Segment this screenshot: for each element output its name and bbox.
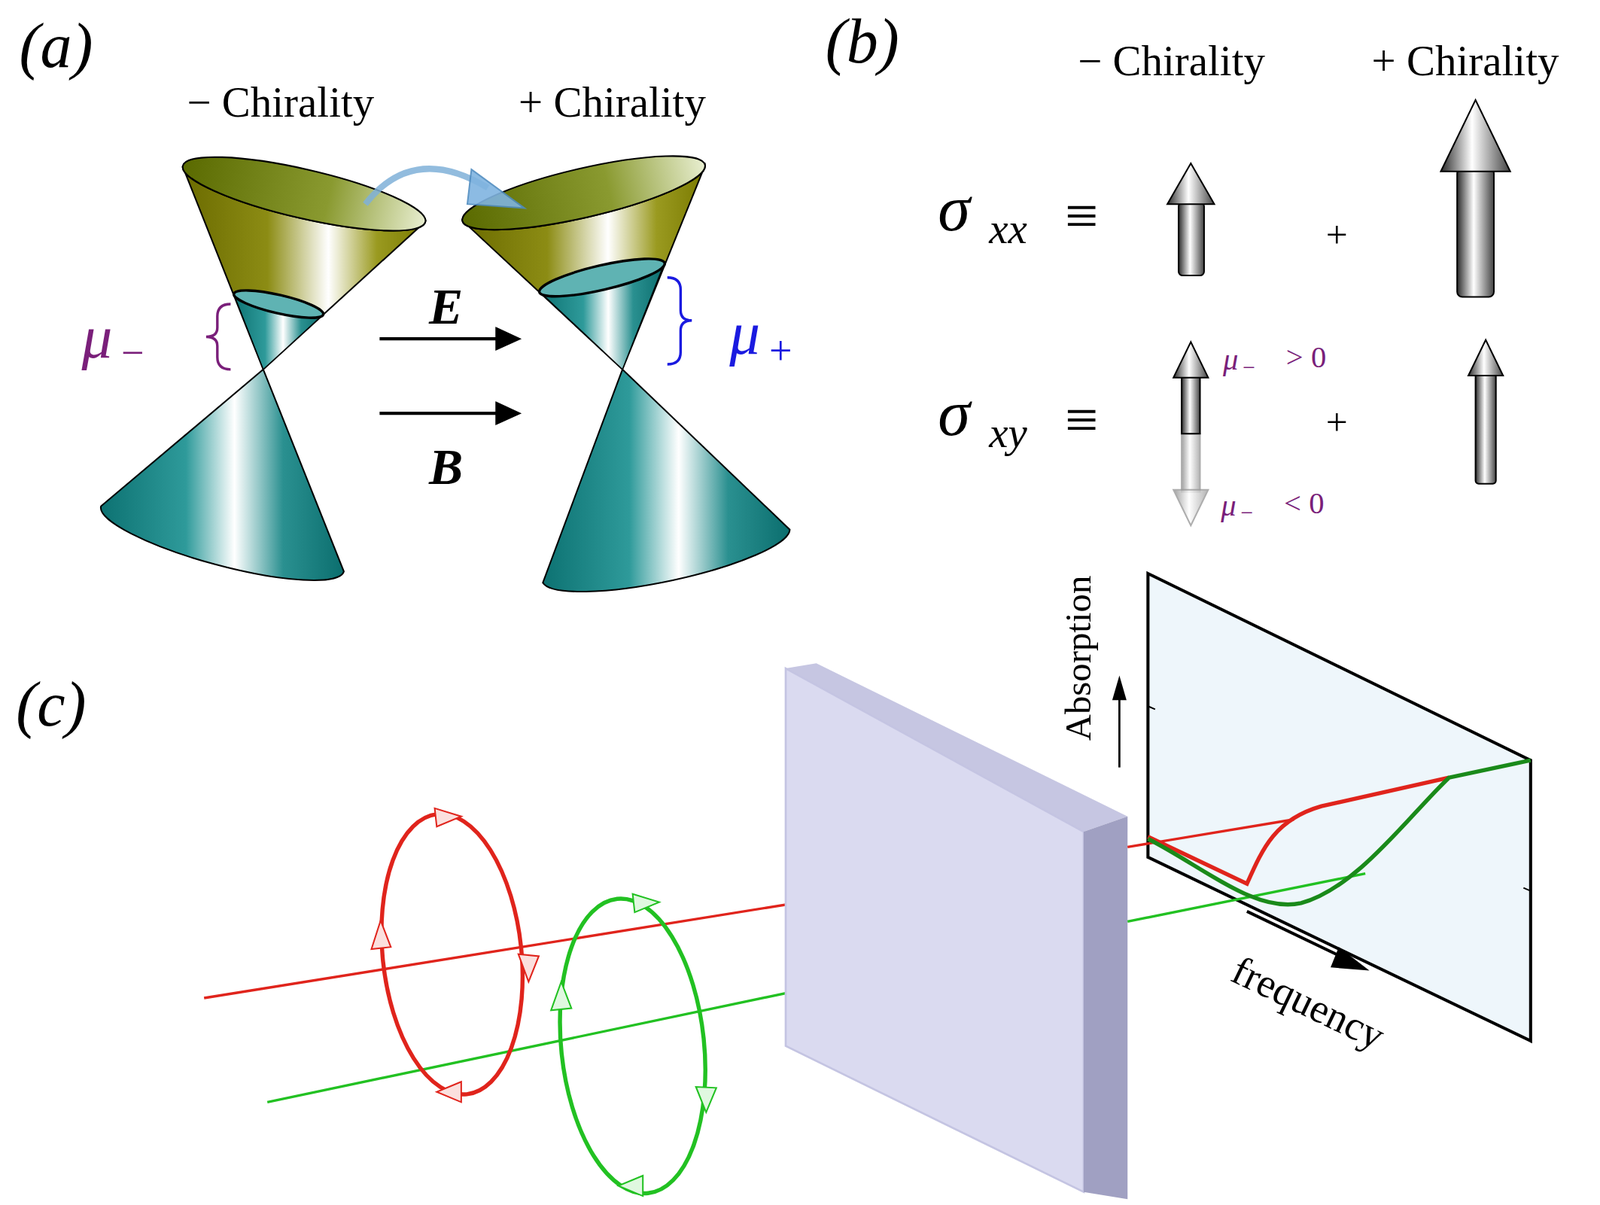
condition-text: < 0: [1283, 487, 1324, 519]
chirality-heading: − Chirality: [1077, 39, 1266, 83]
magnetic-field: B: [428, 441, 463, 493]
plus-sign: +: [1326, 215, 1348, 255]
subscript: −: [121, 332, 145, 374]
condition-text: > 0: [1286, 341, 1327, 373]
brace-mu-plus: [667, 277, 693, 365]
chirality-heading: + Chirality: [1371, 39, 1560, 83]
chemical-potential: μ: [81, 306, 113, 368]
pumping-arrow: [365, 168, 525, 208]
field-arrows: [379, 327, 521, 425]
weyl-cone-plus: [456, 140, 790, 592]
conductivity-symbol: σ: [937, 176, 971, 243]
conductivity-symbol: σ: [937, 380, 971, 447]
chemical-potential: μ: [1220, 489, 1236, 521]
chemical-potential: μ: [729, 303, 761, 365]
subscript: xy: [988, 410, 1028, 454]
panel-letter: (c): [15, 672, 86, 737]
conductivity-arrows: [1167, 100, 1511, 526]
weyl-cone-minus: [100, 142, 432, 581]
chirality-heading: − Chirality: [186, 80, 375, 124]
panel-letter: (b): [825, 9, 900, 73]
subscript: −: [1242, 355, 1256, 379]
absorption-plot: [1112, 573, 1531, 1041]
chirality-heading: + Chirality: [518, 80, 706, 124]
electric-field: E: [428, 280, 463, 332]
equivalence-sign: ≡: [1064, 186, 1099, 247]
chemical-potential: μ: [1222, 343, 1239, 375]
sample-slab: [785, 663, 1128, 1199]
brace-mu-minus: [206, 304, 232, 370]
equivalence-sign: ≡: [1064, 390, 1099, 451]
plus-sign: +: [1326, 401, 1348, 442]
subscript: xx: [988, 206, 1028, 250]
panel-letter: (a): [19, 14, 94, 78]
axis-label: Absorption: [1060, 575, 1098, 742]
subscript: +: [769, 330, 793, 372]
subscript: −: [1240, 501, 1254, 525]
axis-label: frequency: [1225, 949, 1391, 1058]
